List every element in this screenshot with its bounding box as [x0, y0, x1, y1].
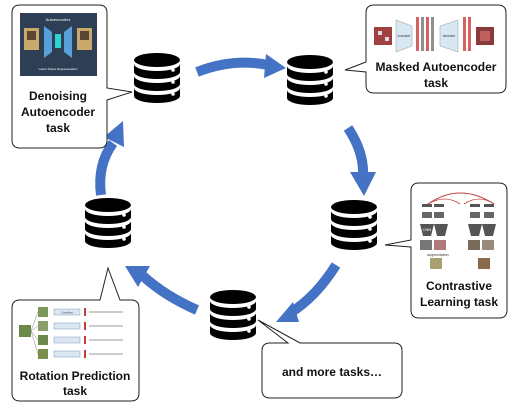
contrastive-thumb-cnn: CNN: [423, 227, 432, 232]
arrow-left-head: [104, 121, 124, 147]
arrow-right-head: [350, 172, 376, 196]
callout-contrastive: CNN augmentation Contrastive Learning ta…: [384, 182, 508, 319]
database-icon-bottom: [210, 290, 256, 340]
rotation-label-2: task: [63, 384, 87, 398]
rotation-thumbnail: ConvNet: [19, 307, 123, 359]
denoising-thumb-latent: Latent Space Representation: [39, 67, 78, 71]
masked-label-2: task: [424, 76, 448, 90]
denoising-label-3: task: [46, 121, 70, 135]
arrow-top-head: [264, 54, 286, 78]
masked-thumb-decoder: decoder: [443, 34, 456, 38]
callout-denoising: Autoencoders Latent Space Representation…: [11, 4, 133, 149]
denoising-thumb-title: Autoencoders: [46, 17, 71, 22]
masked-label-1: Masked Autoencoder: [376, 60, 497, 74]
denoising-label-1: Denoising: [29, 89, 87, 103]
database-icon-top-right: [287, 55, 333, 105]
rotation-label-1: Rotation Prediction: [20, 369, 131, 383]
arrow-left: [95, 140, 118, 196]
callout-more-tasks: and more tasks…: [257, 319, 403, 399]
contrastive-thumbnail: CNN augmentation: [420, 192, 496, 269]
callout-rotation: ConvNet Rotation Prediction task: [11, 266, 140, 402]
arrow-bottom-right: [287, 262, 341, 318]
contrastive-label-1: Contrastive: [426, 279, 492, 293]
contrastive-label-2: Learning task: [420, 295, 498, 309]
masked-thumbnail: encoder decoder: [374, 17, 494, 53]
cycle-arrows: [95, 54, 376, 322]
database-icon-right: [331, 200, 377, 250]
arrow-bottom-right-head: [276, 302, 299, 322]
rotation-thumb-model: ConvNet: [61, 311, 73, 315]
database-icon-top-left: [134, 53, 180, 103]
callout-masked: encoder decoder Masked Autoencoder task: [344, 4, 507, 94]
contrastive-thumb-aug: augmentation: [427, 253, 448, 257]
more-tasks-label: and more tasks…: [282, 365, 382, 379]
arrow-top: [195, 57, 269, 77]
masked-thumb-encoder: encoder: [398, 34, 411, 38]
database-icon-left: [85, 198, 131, 248]
arrow-right: [343, 125, 369, 176]
arrow-bottom-left: [139, 272, 200, 315]
arrow-bottom-left-head: [125, 266, 150, 287]
denoising-label-2: Autoencoder: [21, 105, 95, 119]
denoising-thumbnail: Autoencoders Latent Space Representation: [20, 13, 97, 76]
